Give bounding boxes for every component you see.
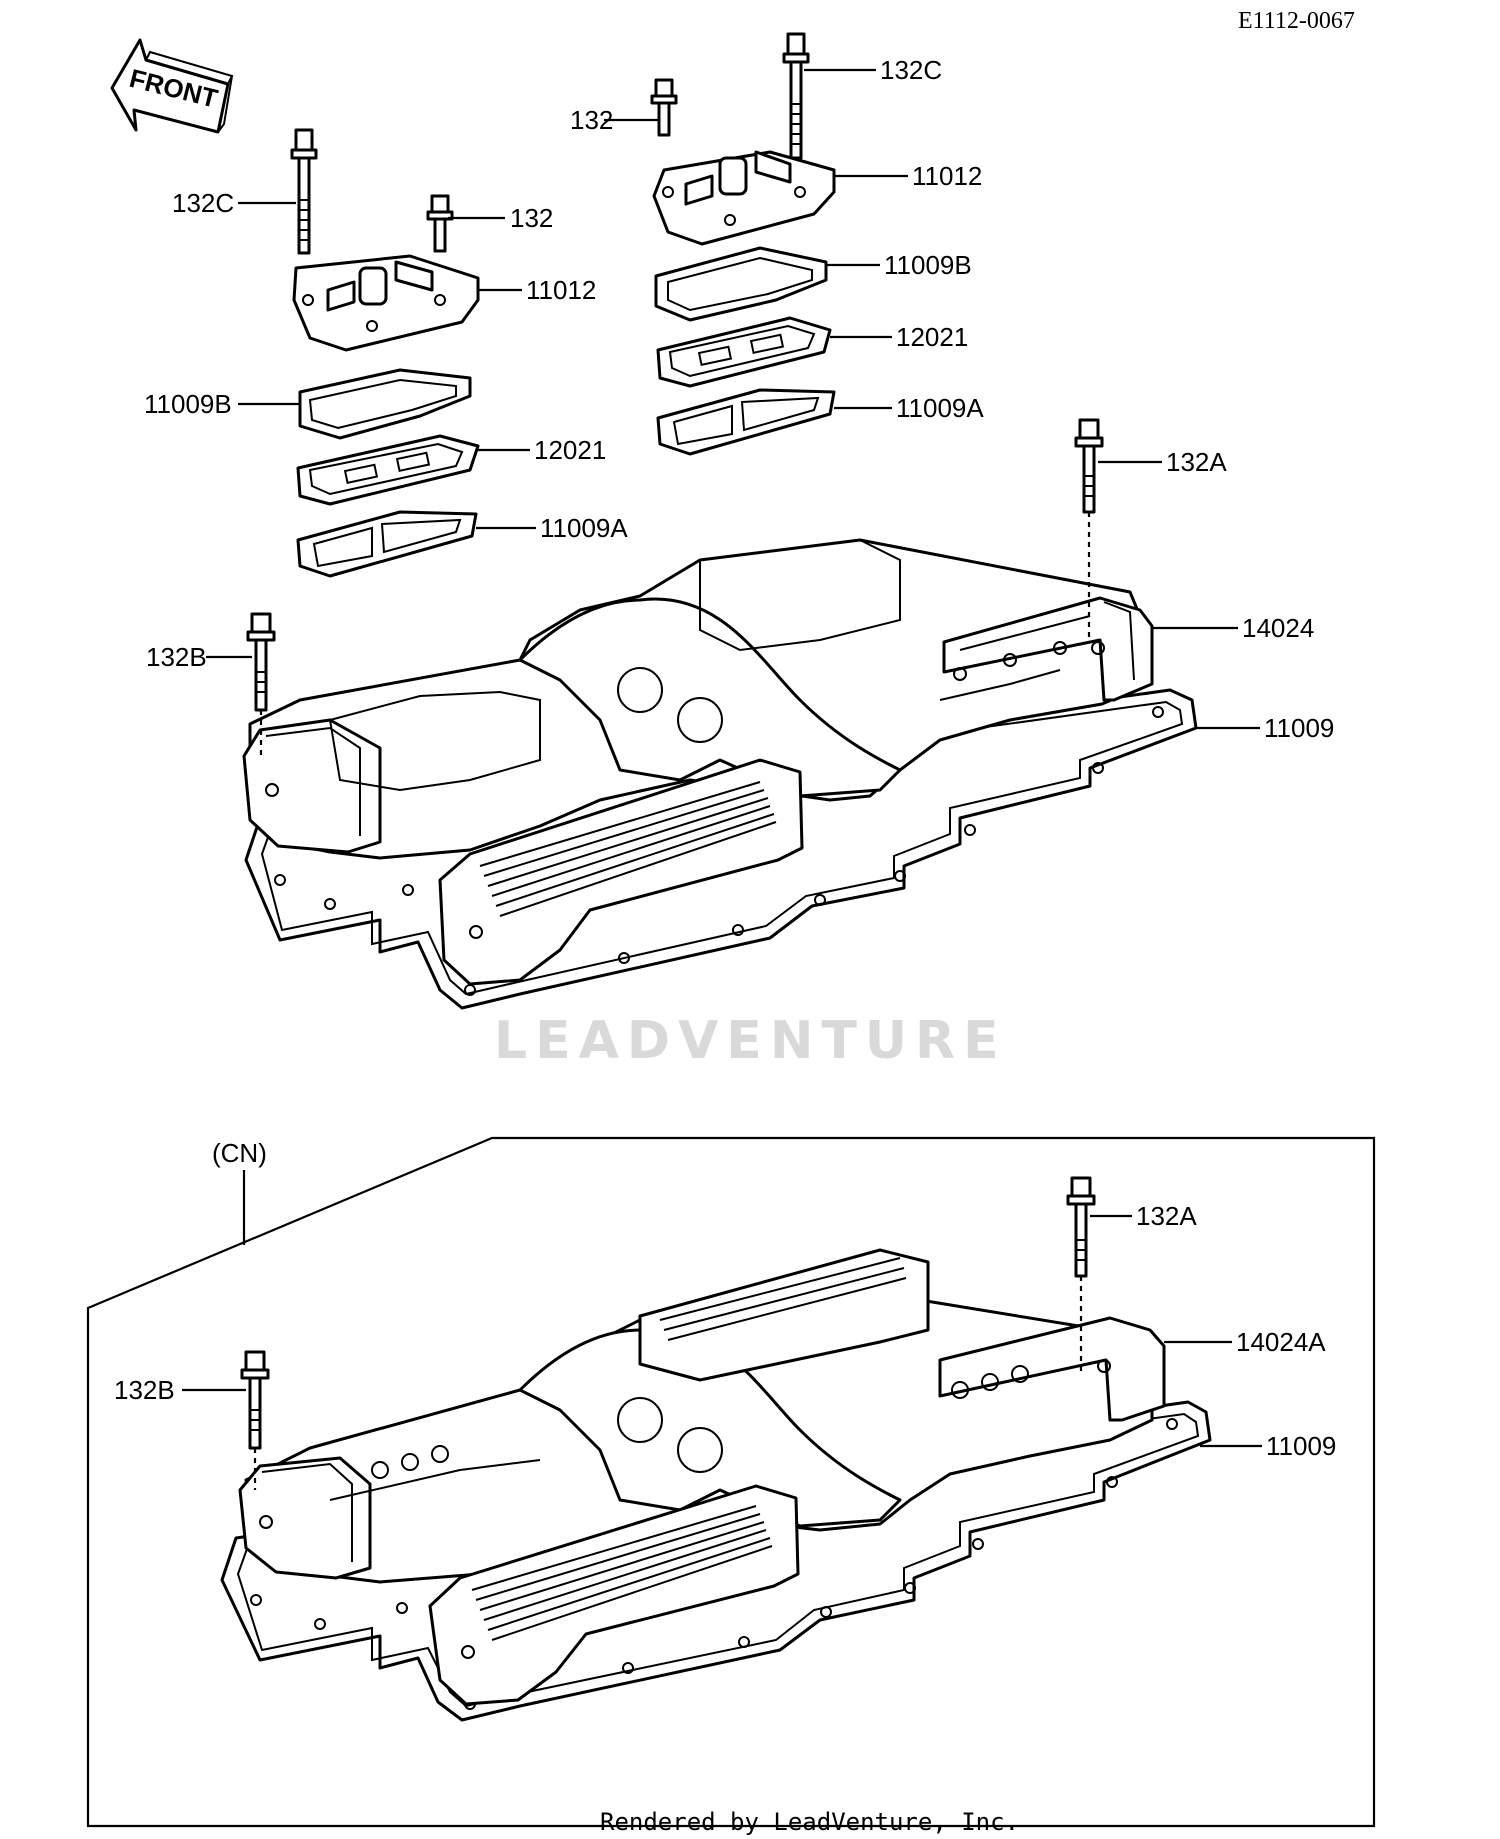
cn-frame — [86, 1136, 1376, 1828]
right-breather-stack — [650, 32, 836, 456]
bolt-132b-cn — [240, 1350, 270, 1450]
plate-12021-right — [656, 316, 832, 388]
callout-top-132a: 132A — [1166, 447, 1227, 477]
callout-l-132: 132 — [510, 203, 553, 233]
callout-r-132: 132 — [570, 105, 613, 135]
callout-r-132c: 132C — [880, 55, 942, 85]
gasket-11009b-right — [654, 246, 828, 322]
callout-l-11009b: 11009B — [144, 389, 232, 419]
bolt-132a-cn — [1066, 1176, 1096, 1278]
bolt-132a-top — [1074, 418, 1104, 514]
callout-top-11009: 11009 — [1264, 713, 1334, 743]
callout-cn-132b: 132B — [114, 1375, 175, 1405]
top-cylinder-head-cover-assembly — [242, 418, 1198, 1010]
leader-lines — [182, 68, 1262, 1448]
front-arrow-icon: FRONT — [110, 38, 234, 134]
callout-r-11009b: 11009B — [884, 250, 972, 280]
callout-r-11012: 11012 — [912, 161, 982, 191]
diagram-code: E1112-0067 — [1238, 8, 1355, 34]
breather-cover-11012-right — [652, 150, 836, 246]
callout-cn-132a: 132A — [1136, 1201, 1197, 1231]
callout-l-132c: 132C — [172, 188, 234, 218]
cn-label: (CN) — [212, 1138, 267, 1168]
bolt-132c-right — [782, 32, 810, 160]
breather-cover-11012-left — [292, 254, 480, 352]
callout-l-11009a: 11009A — [540, 513, 628, 543]
bolt-132-right — [650, 78, 678, 137]
bolt-132c-left — [290, 128, 318, 255]
callout-r-11009a: 11009A — [896, 393, 984, 423]
callout-labels: 132C 132 11012 11009B 12021 11009A 132 1… — [114, 55, 1336, 1461]
callout-cn-11009: 11009 — [1266, 1431, 1336, 1461]
callout-r-12021: 12021 — [896, 322, 968, 352]
cn-cylinder-head-cover-assembly — [220, 1176, 1212, 1722]
gasket-11009b-left — [298, 368, 472, 440]
callout-l-11012: 11012 — [526, 275, 596, 305]
watermark-text: LEADVENTURE — [494, 1011, 1007, 1071]
bolt-132-left — [426, 194, 454, 253]
callout-top-14024: 14024 — [1242, 613, 1314, 643]
left-breather-stack — [290, 128, 480, 578]
callout-top-132b: 132B — [146, 642, 207, 672]
bolt-132b-top — [246, 612, 276, 712]
plate-12021-left — [296, 434, 480, 506]
footer-credit: Rendered by LeadVenture, Inc. — [600, 1808, 1019, 1836]
callout-l-12021: 12021 — [534, 435, 606, 465]
callout-cn-14024a: 14024A — [1236, 1327, 1326, 1357]
gasket-11009a-left — [296, 510, 478, 578]
gasket-11009a-right — [656, 388, 836, 456]
